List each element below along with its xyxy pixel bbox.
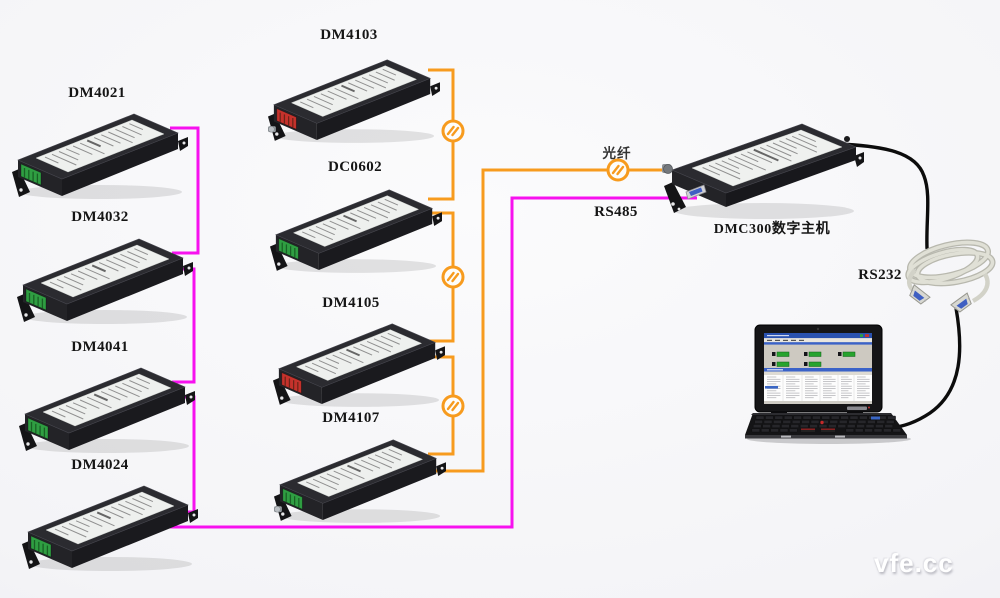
device-box-art	[12, 113, 188, 199]
device-dm4107	[274, 425, 446, 525]
device-box-art	[19, 367, 195, 453]
device-dm4021	[12, 100, 188, 200]
db9-connector-icon	[909, 284, 931, 305]
fiber-coupler-icon	[441, 394, 465, 418]
device-box-art	[22, 485, 198, 571]
device-dm4103	[268, 45, 440, 145]
device-dm4041	[19, 354, 195, 454]
fiber-coupler-icon	[606, 158, 630, 182]
rs485-link-label: RS485	[594, 204, 638, 220]
device-dmc300-host	[662, 112, 864, 224]
fiber-coupler-icon	[441, 119, 465, 143]
device-label-dm4105: DM4105	[322, 295, 380, 311]
laptop-cable	[888, 306, 962, 430]
fiber-link-label: 光纤	[602, 146, 632, 161]
device-label-dm4041: DM4041	[71, 339, 129, 355]
device-label-dm4024: DM4024	[71, 457, 129, 473]
host-box-art	[662, 123, 864, 219]
laptop-art	[745, 324, 911, 444]
watermark: vfe.cc	[874, 548, 954, 578]
device-label-dm4032: DM4032	[71, 209, 129, 225]
device-dm4032	[17, 225, 193, 325]
device-dc0602	[270, 175, 442, 275]
rs485-wire	[168, 196, 697, 529]
rs485-wire	[170, 126, 200, 255]
fiber-wire	[428, 168, 672, 473]
device-label-dm4103: DM4103	[320, 27, 378, 43]
db9-connector-icon	[950, 292, 972, 313]
device-label-dm4107: DM4107	[322, 410, 380, 426]
device-dm4024	[22, 472, 198, 572]
host-cable	[836, 142, 930, 250]
device-box-art	[274, 439, 446, 523]
device-label-dc0602: DC0602	[327, 159, 383, 175]
device-box-art	[270, 189, 442, 273]
device-dm4105	[273, 309, 445, 409]
rs232-link-label: RS232	[858, 267, 902, 283]
device-box-art	[268, 59, 440, 143]
host-label: DMC300数字主机	[713, 222, 831, 237]
fiber-coupler-icon	[441, 265, 465, 289]
laptop	[743, 323, 915, 445]
device-box-art	[17, 238, 193, 324]
device-label-dm4021: DM4021	[68, 85, 126, 101]
device-box-art	[273, 323, 445, 407]
